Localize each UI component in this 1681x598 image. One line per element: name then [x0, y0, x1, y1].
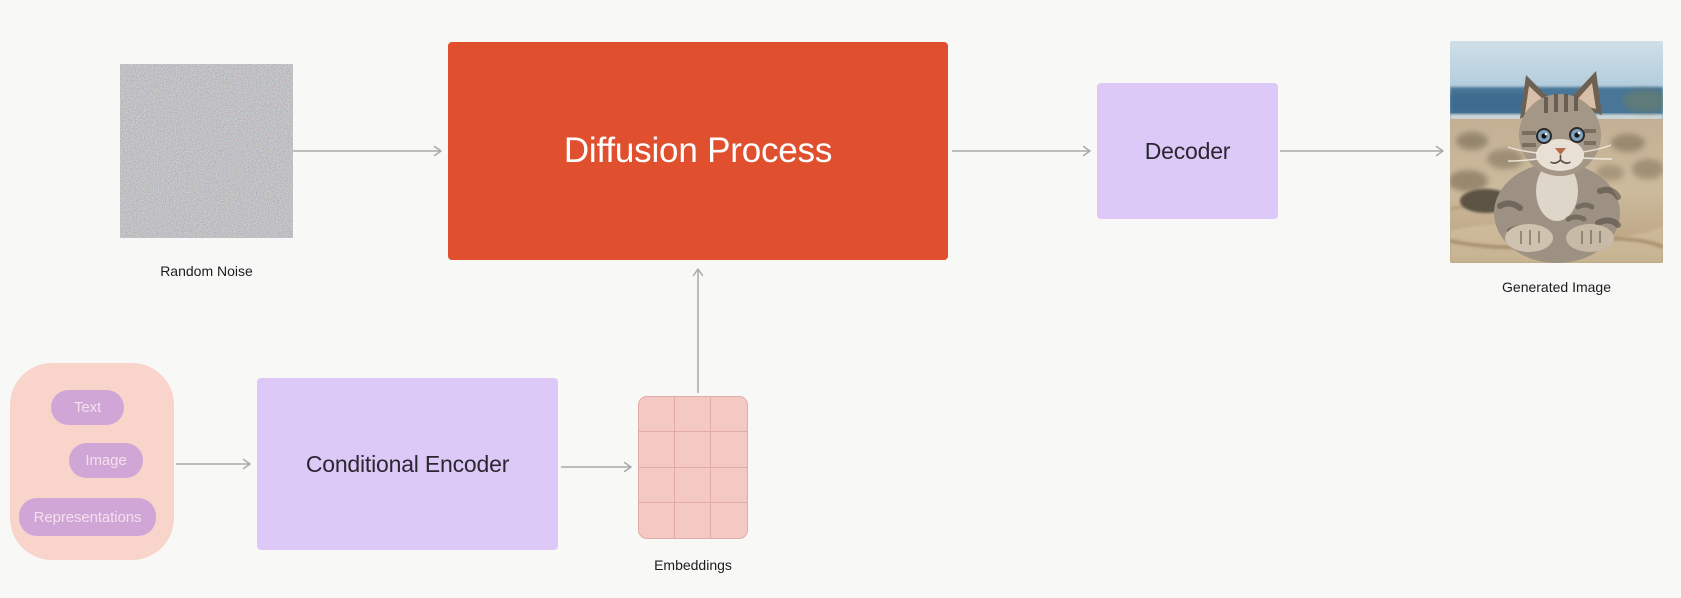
embedding-cell: [675, 502, 711, 538]
pill-image-label: Image: [85, 452, 127, 469]
embedding-cell: [711, 468, 747, 503]
generated-image: [1450, 41, 1663, 263]
generated-image-label: Generated Image: [1502, 279, 1611, 295]
cat-illustration: [1450, 41, 1663, 263]
condition-pill-text: Text: [51, 390, 124, 425]
noise-image: [120, 64, 293, 238]
embeddings-grid: [638, 396, 748, 539]
condition-pill-representations: Representations: [19, 498, 156, 536]
conditional-encoder-node: Conditional Encoder: [257, 378, 558, 550]
conditional-encoder-label: Conditional Encoder: [305, 450, 510, 477]
embedding-cell: [711, 397, 747, 433]
conditions-group: Text Image Representations: [10, 363, 174, 560]
embedding-cell: [639, 502, 675, 538]
embedding-cell: [639, 397, 675, 433]
embedding-cell: [675, 432, 711, 468]
noise-texture: [120, 64, 293, 238]
pill-text-label: Text: [73, 399, 102, 416]
embedding-cell: [675, 467, 711, 503]
decoder-node: Decoder: [1097, 83, 1278, 219]
embedding-cell: [639, 432, 675, 468]
embedding-cell: [639, 467, 675, 503]
embeddings-label: Embeddings: [654, 557, 732, 573]
condition-pill-image: Image: [69, 443, 143, 478]
decoder-label: Decoder: [1144, 137, 1231, 164]
random-noise-label: Random Noise: [160, 263, 253, 279]
pill-representations-label: Representations: [33, 508, 142, 526]
diffusion-process-label: Diffusion Process: [563, 131, 833, 170]
diffusion-process-node: Diffusion Process: [448, 42, 948, 260]
embedding-cell: [675, 397, 711, 433]
embedding-cell: [711, 432, 747, 468]
embedding-cell: [711, 503, 747, 538]
